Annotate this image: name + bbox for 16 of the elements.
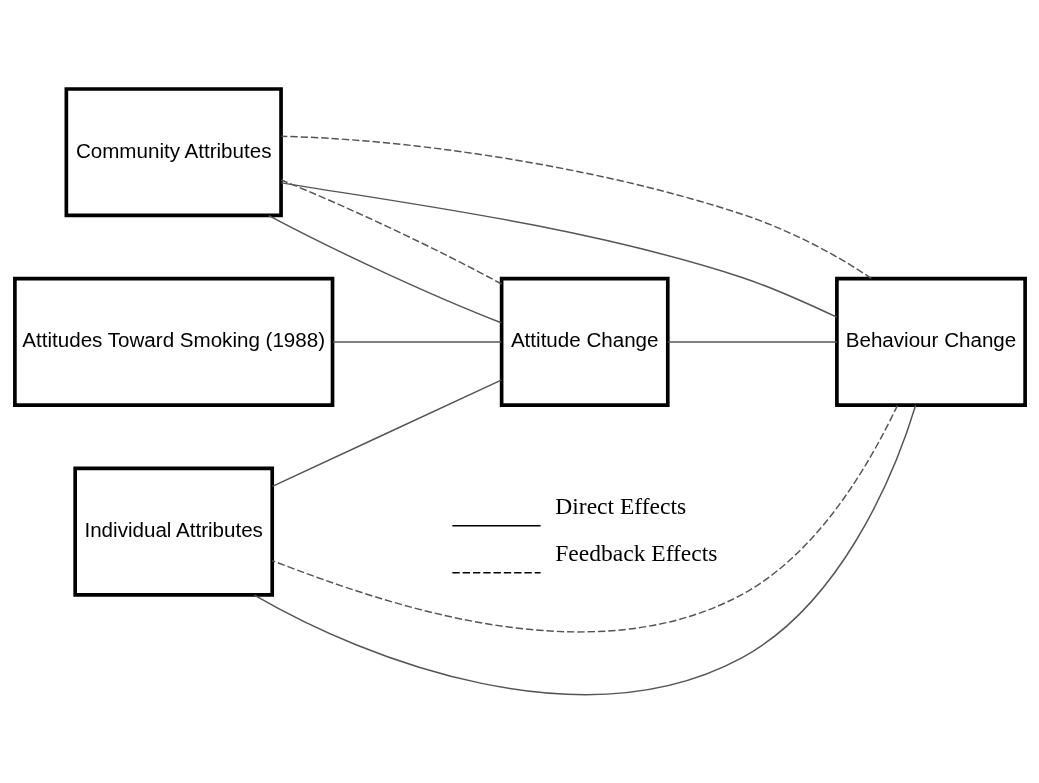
- legend-label: Direct Effects: [554, 492, 686, 519]
- node-box: Behaviour Change: [834, 276, 1027, 407]
- connector: [280, 135, 872, 279]
- connector: [253, 404, 916, 695]
- node-box: Community Attributes: [64, 86, 283, 217]
- connector: [267, 214, 502, 323]
- connector: [271, 378, 502, 487]
- connector: [331, 340, 502, 343]
- connector: [666, 340, 838, 343]
- node-box: Attitude Change: [499, 276, 670, 407]
- node-box: Individual Attributes: [72, 466, 274, 597]
- connector: [271, 404, 898, 633]
- connector: [280, 181, 837, 318]
- connector: [280, 178, 502, 285]
- node-box: Attitudes Toward Smoking (1988): [12, 276, 334, 407]
- legend-label: Feedback Effects: [554, 539, 717, 566]
